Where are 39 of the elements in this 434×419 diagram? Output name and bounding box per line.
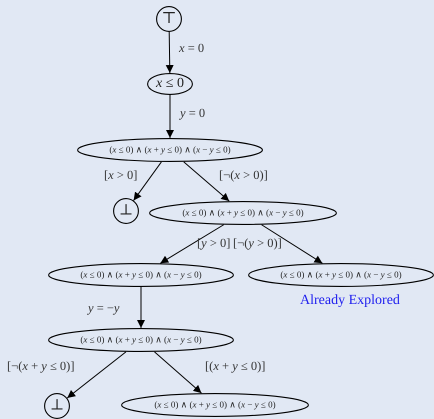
- formula-text: ⊥: [48, 398, 66, 414]
- formula-text: ⊤: [160, 11, 178, 27]
- formula-text: (x ≤ 0) ∧ (x + y ≤ 0) ∧ (x − y ≤ 0): [181, 208, 305, 218]
- edge-label: x = 0: [179, 42, 204, 54]
- edge-label: [¬(x > 0)]: [219, 169, 268, 182]
- arrow: [166, 32, 174, 74]
- state-ellipse: [121, 393, 309, 417]
- edge-label: [¬(x + y ≤ 0)]: [7, 360, 74, 372]
- arrow: [133, 161, 162, 201]
- state-circle: [113, 198, 139, 224]
- state-ellipse: [147, 73, 193, 95]
- formula-text: x ≤ 0: [154, 77, 185, 91]
- formula-text: (x ≤ 0) ∧ (x + y ≤ 0) ∧ (x − y ≤ 0): [79, 336, 203, 344]
- formula-text: (x ≤ 0) ∧ (x + y ≤ 0) ∧ (x − y ≤ 0): [108, 146, 232, 154]
- arrow: [261, 224, 323, 264]
- state-circle: [156, 6, 182, 32]
- edge-label: [x > 0]: [104, 169, 138, 182]
- arrow: [160, 224, 224, 264]
- formula-text: (x ≤ 0) ∧ (x + y ≤ 0) ∧ (x − y ≤ 0): [79, 270, 203, 280]
- state-ellipse: [48, 328, 234, 352]
- status-note: Already Explored: [300, 294, 400, 308]
- edge-label: y = 0: [180, 107, 206, 120]
- arrow: [137, 286, 145, 328]
- arrow: [66, 351, 126, 398]
- state-ellipse: [48, 263, 234, 287]
- arrow: [154, 351, 202, 394]
- formula-text: (x ≤ 0) ∧ (x + y ≤ 0) ∧ (x − y ≤ 0): [153, 400, 277, 410]
- arrow: [166, 94, 174, 138]
- edge-label: [¬(y > 0)]: [233, 237, 282, 250]
- formula-text: (x ≤ 0) ∧ (x + y ≤ 0) ∧ (x − y ≤ 0): [279, 270, 403, 280]
- state-circle: [44, 393, 70, 419]
- edge-label: [y > 0]: [197, 237, 230, 250]
- state-ellipse: [248, 263, 434, 287]
- arrow: [183, 161, 230, 202]
- edge-label: [(x + y ≤ 0)]: [205, 360, 266, 372]
- state-ellipse: [77, 138, 263, 162]
- formula-text: ⊥: [118, 204, 134, 218]
- edge-label: y = −y: [88, 302, 120, 314]
- state-ellipse: [149, 201, 337, 225]
